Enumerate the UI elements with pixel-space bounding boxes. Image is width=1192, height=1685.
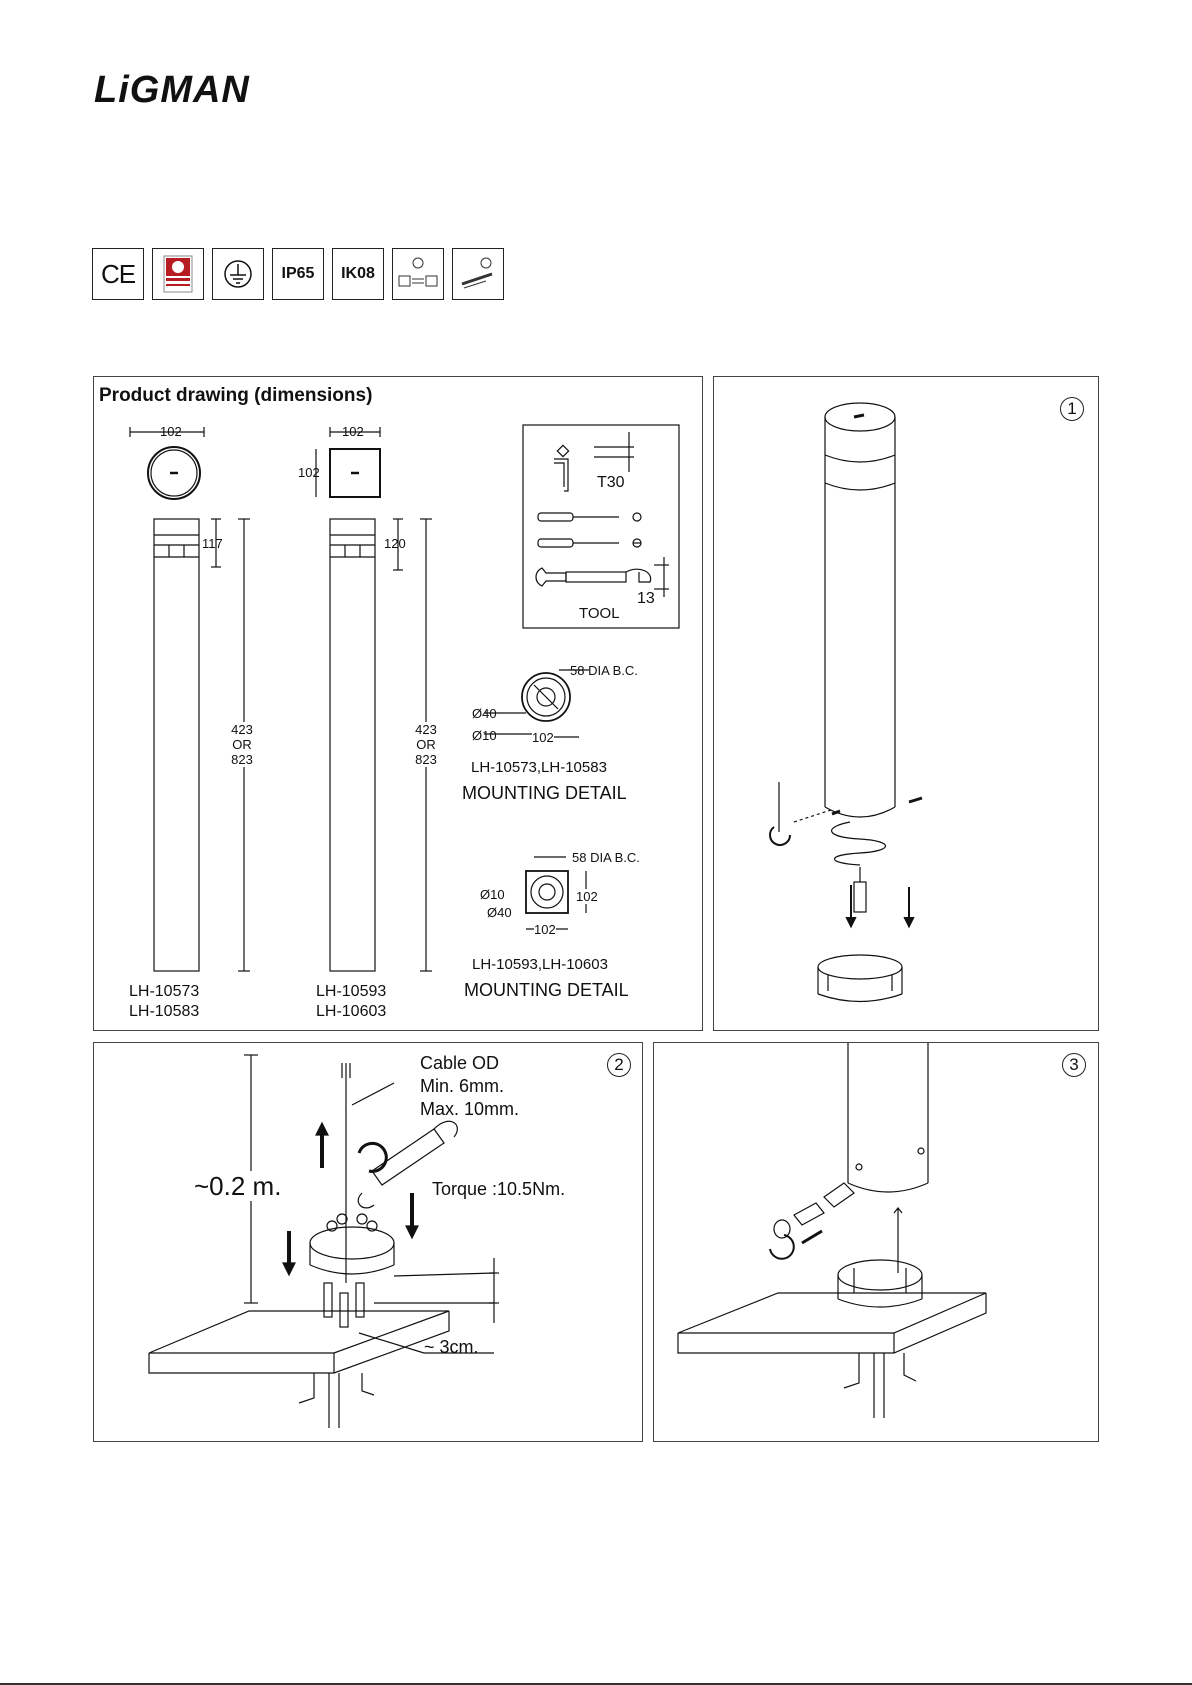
brand-logo: LiGMAN [94, 69, 250, 111]
quality-label-icon [152, 248, 204, 300]
round-width-label: 102 [160, 424, 182, 439]
ik-rating-icon: IK08 [332, 248, 384, 300]
installation-icon-1 [392, 248, 444, 300]
square-models: LH-10593 LH-10603 [316, 982, 386, 1022]
torque-value: Torque :10.5Nm. [432, 1179, 566, 1199]
round-d-small: Ø10 [472, 728, 497, 743]
round-mount-width: 102 [532, 730, 554, 745]
round-mount-label: MOUNTING DETAIL [462, 783, 627, 803]
hex-key-size: T30 [597, 474, 625, 491]
ce-mark-icon: CE [92, 248, 144, 300]
protective-earth-icon [212, 248, 264, 300]
step-3-panel: 3 [653, 1042, 1099, 1442]
round-models: LH-10573 LH-10583 [129, 982, 199, 1022]
step-2-panel: Cable OD Min. 6mm. Max. 10mm. ~0.2 m. To… [93, 1042, 643, 1442]
square-head-label: 120 [384, 536, 406, 551]
installation-icon-2 [452, 248, 504, 300]
round-height-long: 823 [231, 752, 253, 767]
anchor-depth: ~ 3cm. [424, 1337, 479, 1357]
square-width-label: 102 [342, 424, 364, 439]
round-model-1: LH-10573 [129, 983, 200, 1000]
square-model-1: LH-10593 [316, 983, 387, 1000]
square-mount-width: 102 [534, 922, 556, 937]
round-height-label: 423 OR 823 [222, 722, 262, 767]
round-d-large: Ø40 [472, 706, 497, 721]
step-1-number: 1 [1060, 397, 1084, 421]
square-depth-label: 102 [298, 465, 320, 480]
round-height-or: OR [232, 737, 252, 752]
install-height: ~0.2 m. [194, 1171, 282, 1201]
step-2-number: 2 [607, 1053, 631, 1077]
square-bolt-circle: 58 DIA B.C. [572, 850, 640, 865]
step-1-illustration [769, 402, 923, 1003]
square-height-or: OR [416, 737, 436, 752]
step-2-illustration [148, 1054, 499, 1428]
cable-od-max: Max. 10mm. [420, 1099, 520, 1119]
round-height-short: 423 [231, 722, 253, 737]
page-bottom-rule [0, 1683, 1192, 1685]
wrench-size: 13 [637, 590, 655, 607]
brand-logo-text: LiGMAN [94, 69, 250, 111]
round-bolt-circle: 58 DIA B.C. [570, 663, 638, 678]
tool-label: TOOL [579, 605, 620, 622]
square-model-2: LH-10603 [316, 1003, 387, 1020]
step-3-number: 3 [1062, 1053, 1086, 1077]
product-drawing-panel: Product drawing (dimensions) 102 117 423… [93, 376, 703, 1031]
square-height-short: 423 [415, 722, 437, 737]
square-d-small: Ø10 [480, 887, 505, 902]
round-model-2: LH-10583 [129, 1003, 200, 1020]
cable-od-title: Cable OD [420, 1053, 500, 1073]
square-height-long: 823 [415, 752, 437, 767]
square-height-label: 423 OR 823 [406, 722, 446, 767]
step-3-illustration [677, 1043, 987, 1418]
square-mount-label: MOUNTING DETAIL [464, 980, 629, 1000]
ip-rating-icon: IP65 [272, 248, 324, 300]
square-mount-models: LH-10593,LH-10603 [472, 956, 608, 973]
round-head-label: 117 [202, 536, 223, 551]
square-mount-depth: 102 [576, 889, 598, 904]
square-d-large: Ø40 [487, 905, 512, 920]
drawing-title: Product drawing (dimensions) [99, 385, 373, 406]
step-1-panel: 1 [713, 376, 1099, 1031]
cable-od-min: Min. 6mm. [420, 1076, 505, 1096]
round-mount-models: LH-10573,LH-10583 [471, 759, 607, 776]
